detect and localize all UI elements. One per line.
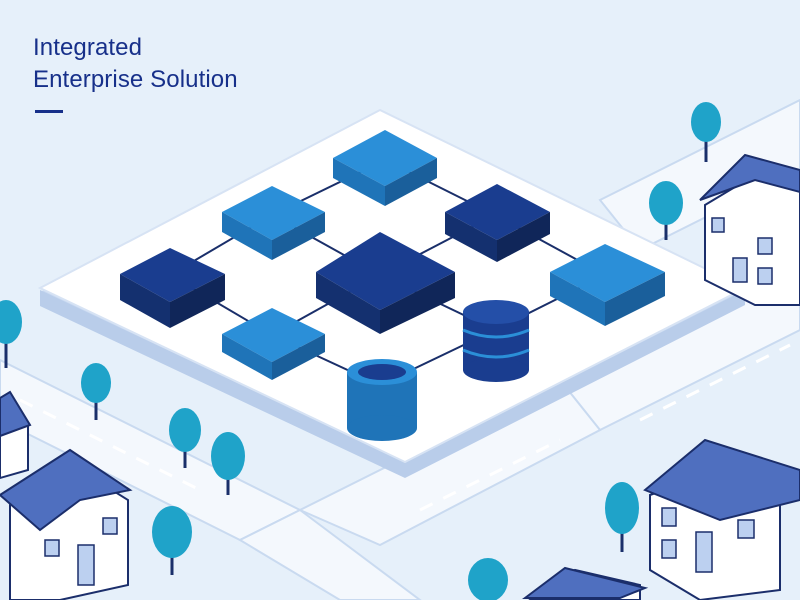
server-node-icon [445,184,550,262]
server-node-icon [222,308,325,380]
road-bottom [237,508,422,600]
house-icon [699,153,800,306]
server-node-icon [550,244,665,326]
house-icon [0,390,32,480]
server-node-icon [333,130,437,206]
tree-icon [152,506,192,575]
house-icon [643,438,800,600]
tree-icon [0,300,22,368]
tree-icon [691,102,721,162]
tree-icon [649,181,683,240]
tree-icon [81,363,111,420]
tree-icon [211,432,245,495]
server-node-icon [316,232,455,334]
house-icon [522,566,649,600]
database-cylinder-icon [347,359,417,441]
title-accent-bar [35,110,63,113]
tree-icon [605,482,639,552]
title-line-2: Enterprise Solution [33,66,238,93]
title-block: Integrated Enterprise Solution [33,32,238,96]
database-cylinder-icon [462,300,530,382]
server-node-icon [222,186,325,260]
tree-icon [169,408,201,468]
house-icon [0,448,133,600]
title-line-1: Integrated [33,34,143,61]
server-node-icon [120,248,225,328]
tree-icon [468,558,508,600]
road-markings [19,343,791,512]
